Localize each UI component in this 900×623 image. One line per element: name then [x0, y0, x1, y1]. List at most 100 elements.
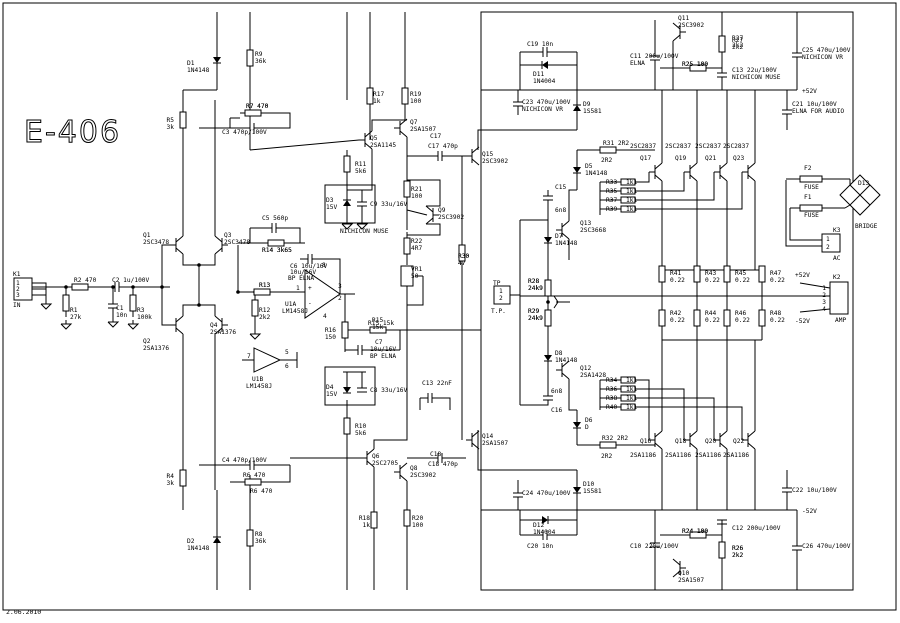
transistor-type: 2SC2837 [695, 143, 721, 150]
rail-label-pos: +52V [795, 272, 810, 279]
fuse-label: FUSE [804, 212, 819, 219]
resistor-ref: R1 [70, 307, 78, 314]
output-stage-outline [480, 11, 854, 591]
resistor-ref: R42 [670, 310, 681, 317]
connector-ref: K1 [13, 271, 21, 278]
transistor-ref: Q17 [640, 155, 651, 162]
diode-ref: D2 [187, 538, 195, 545]
drawing-frame [2, 2, 897, 611]
transistor-collector [719, 430, 728, 438]
transistor-emitter [214, 247, 223, 255]
resistor-r3 [129, 294, 137, 312]
transistor-type: 2SA1376 [143, 345, 169, 352]
resistor-r38 [620, 394, 636, 402]
resistor-ref: R11 [355, 161, 366, 168]
resistor-value: 2k2 [732, 44, 743, 51]
diode-d5 [573, 167, 581, 173]
fuse-ref: F2 [804, 165, 812, 172]
ground-symbol [107, 321, 120, 328]
transistor-collector [214, 315, 223, 323]
resistor-label: R7 470 [246, 103, 269, 110]
capacitor-label: C26 470u/100V [802, 543, 851, 550]
opamp-u1a [304, 269, 341, 319]
transistor-ref: Q15 [482, 151, 493, 158]
capacitor-label: C22 10u/100V [792, 487, 837, 494]
resistor-label: R31 2R2 [603, 140, 629, 147]
transistor-ref: Q3 [224, 232, 232, 239]
capacitor-label: C17 470p [428, 143, 458, 150]
connector-pin: 2 [826, 244, 830, 251]
diode-type: 1N4004 [533, 529, 556, 536]
capacitor-label: C3 470p/100V [222, 129, 267, 136]
resistor-ref: R34 [606, 377, 617, 384]
resistor-r5 [179, 111, 187, 129]
transistor-collector [672, 558, 681, 566]
rail-label-pos: +52V [802, 88, 817, 95]
wire [266, 465, 291, 483]
resistor-ref: R26 [732, 545, 743, 552]
resistor-ref: R18 [359, 515, 370, 522]
capacitor-label: C8 33u/16V [370, 387, 408, 394]
transistor-emitter [561, 232, 570, 240]
wire [635, 172, 743, 210]
resistor-value: 0.22 [770, 277, 785, 284]
connector-pin: 2 [822, 292, 826, 299]
diode-type: 1N4148 [555, 357, 578, 364]
connector-ref: K3 [833, 227, 841, 234]
resistor-r31 [599, 146, 617, 154]
diode-ref: D6 [585, 417, 593, 424]
resistor-r30 [458, 244, 466, 262]
transistor-collector [561, 360, 570, 368]
wire [406, 276, 424, 306]
wire [371, 119, 407, 131]
diode-type: 1N4148 [555, 240, 578, 247]
resistor-r21 [403, 180, 411, 198]
diode-type: 1N4148 [187, 67, 210, 74]
component-layer [13, 22, 881, 578]
resistor-value: 1k1 [626, 197, 637, 204]
transistor-type: 2SC2837 [630, 143, 656, 150]
junction-dot [197, 263, 201, 267]
resistor-r19 [401, 87, 409, 105]
diode-d8 [544, 355, 552, 361]
transistor-ref: Q5 [370, 135, 378, 142]
resistor-value: 1k1 [626, 188, 637, 195]
resistor-r33 [620, 178, 636, 186]
resistor-r17 [366, 87, 374, 105]
capacitor-label: C19 10n [527, 41, 553, 48]
resistor-value: 1k [373, 98, 381, 105]
transistor-emitter [719, 174, 728, 182]
resistor-r29 [544, 309, 552, 327]
resistor-value: 47 [458, 260, 466, 267]
resistor-ref: R29 [528, 308, 539, 315]
resistor-r2 [71, 283, 89, 291]
transistor-collector [175, 315, 184, 323]
transistor-collector [471, 430, 480, 438]
transistor-type: 2SA1145 [370, 142, 396, 149]
transistor-collector [719, 162, 728, 170]
resistor-r28 [544, 279, 552, 297]
diode-d11 [542, 61, 548, 69]
resistor-ref: R41 [670, 270, 681, 277]
resistor-ref: R8 [255, 531, 263, 538]
connector-pin: 1 [822, 285, 826, 292]
resistor-ref: R46 [735, 310, 746, 317]
junction-dot [131, 285, 135, 289]
resistor-value: 2k2 [732, 42, 743, 49]
resistor-r40 [620, 403, 636, 411]
transistor-emitter [471, 442, 480, 450]
resistor-r37 [620, 196, 636, 204]
transistor-ref: Q19 [675, 155, 686, 162]
resistor-label: R24 100 [682, 528, 708, 535]
zener-bypass-box-lower [324, 366, 376, 406]
resistor-ref: R10 [355, 423, 366, 430]
diode-ref: D3 [326, 197, 334, 204]
capacitor-label: C2 1u/100V [112, 277, 150, 284]
transistor-emitter [175, 327, 184, 335]
resistor-ref: R44 [705, 310, 716, 317]
resistor-ref: R30 [458, 253, 469, 260]
resistor-ref: R47 [770, 270, 781, 277]
connector-pin: 3 [16, 292, 20, 299]
transistor-collector [747, 430, 756, 438]
